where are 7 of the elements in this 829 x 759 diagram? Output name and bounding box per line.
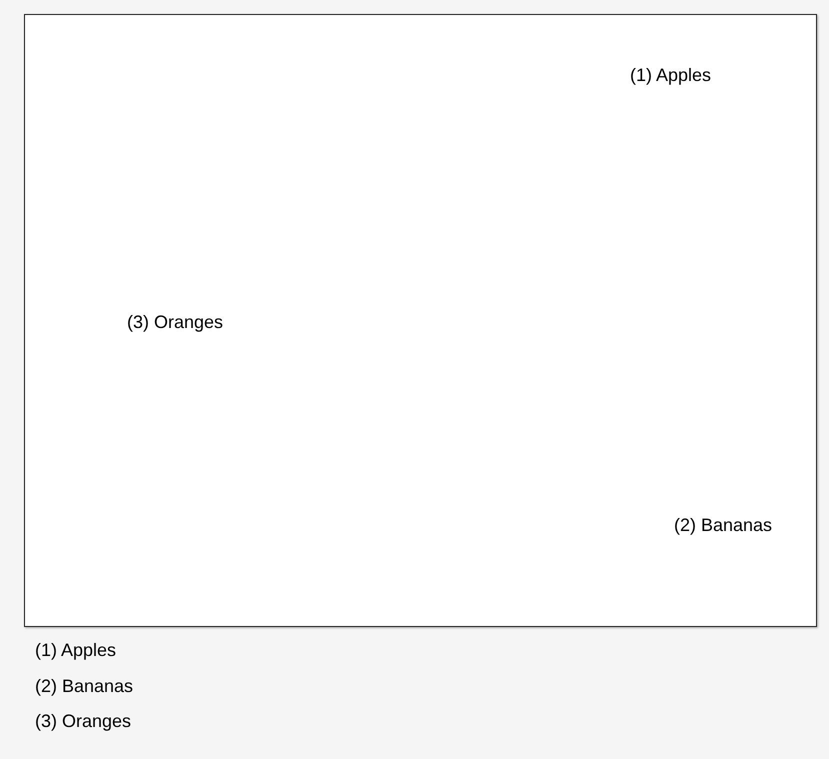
item-label: (1) Apples <box>630 65 712 85</box>
item-label: (2) Bananas <box>674 515 772 535</box>
item-label: (3) Oranges <box>127 312 224 332</box>
list-item: (2) Bananas <box>35 676 134 696</box>
list-item: (3) Oranges <box>35 711 132 731</box>
canvas-panel <box>24 14 817 627</box>
list-item: (1) Apples <box>35 640 116 660</box>
